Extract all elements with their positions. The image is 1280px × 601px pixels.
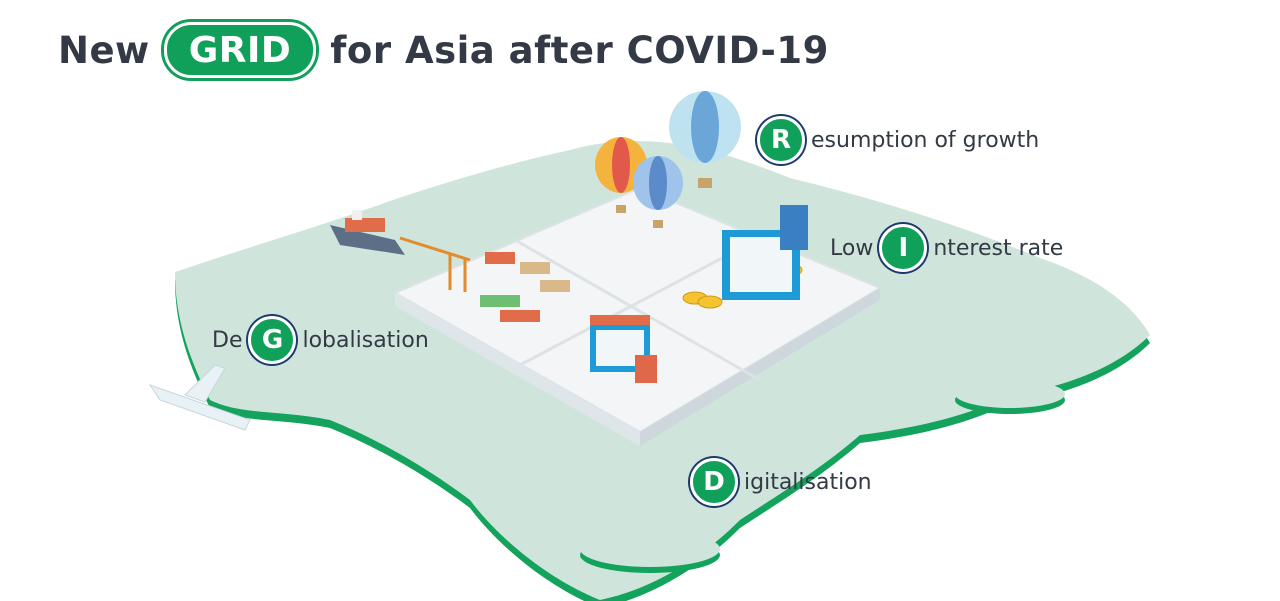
platform-divider-2 bbox=[519, 236, 761, 367]
airplane-icon bbox=[148, 364, 251, 431]
title-grid-pill: GRID bbox=[163, 22, 317, 78]
digitalisation-text: igitalisation bbox=[744, 469, 872, 495]
interest-text: nterest rate bbox=[933, 235, 1064, 261]
interest-prefix: Low bbox=[830, 235, 874, 261]
island-sea bbox=[580, 531, 720, 567]
online-shop-icon bbox=[590, 315, 657, 383]
cargo-ship-icon bbox=[330, 210, 405, 255]
port-crane-icon bbox=[399, 236, 471, 292]
globalisation-prefix: De bbox=[212, 327, 243, 353]
letter-d-badge: D bbox=[690, 458, 738, 506]
title-after: for Asia after COVID-19 bbox=[330, 28, 829, 72]
trucks-icon bbox=[480, 295, 540, 322]
resumption-text: esumption of growth bbox=[811, 127, 1040, 153]
cargo-boxes-icon bbox=[485, 252, 570, 292]
balloon-large bbox=[669, 91, 741, 188]
platform-side-left bbox=[395, 293, 640, 446]
balloon-blue bbox=[633, 156, 683, 228]
platform-divider-1 bbox=[514, 238, 761, 382]
island-japan bbox=[955, 380, 1065, 408]
page-title: New GRID for Asia after COVID-19 bbox=[58, 20, 829, 80]
platform-side-right bbox=[640, 288, 880, 446]
letter-r-badge: R bbox=[757, 116, 805, 164]
title-before: New bbox=[58, 28, 150, 72]
label-digitalisation: D igitalisation bbox=[684, 458, 872, 506]
finance-screen-icon bbox=[722, 205, 808, 300]
label-resumption-of-growth: R esumption of growth bbox=[751, 116, 1039, 164]
letter-i-badge: I bbox=[879, 224, 928, 272]
globalisation-text: lobalisation bbox=[302, 327, 429, 353]
label-deglobalisation: De G lobalisation bbox=[212, 316, 429, 364]
letter-g-badge: G bbox=[248, 316, 297, 364]
label-low-interest-rate: Low I nterest rate bbox=[830, 224, 1063, 272]
